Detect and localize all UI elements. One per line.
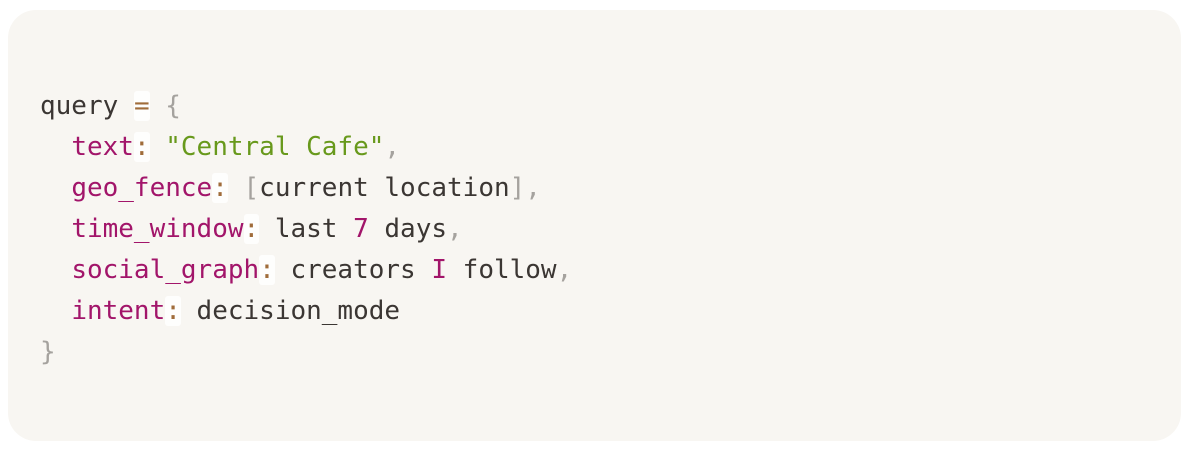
code-token-plain (275, 255, 291, 285)
code-token-plain (150, 91, 166, 121)
code-token-punc: { (165, 91, 181, 121)
code-token-plain (40, 214, 71, 244)
code-token-plain: query (40, 91, 119, 121)
code-line: geo_fence: [current location], (40, 173, 541, 203)
code-token-punc: } (40, 337, 56, 367)
code-token-plain: decision_mode (196, 296, 401, 326)
code-token-punc: , (447, 214, 463, 244)
code-token-key: geo_fence (71, 173, 213, 203)
code-token-punc: ] (509, 173, 526, 203)
code-token-punc: , (556, 255, 573, 285)
code-token-plain: creators (290, 255, 432, 285)
code-token-op: : (165, 296, 181, 326)
code-token-plain (40, 296, 71, 326)
code-token-plain (259, 214, 275, 244)
code-line: } (40, 337, 56, 367)
code-line: query = { (40, 91, 181, 121)
code-token-punc: , (384, 132, 401, 162)
code-token-plain (40, 255, 71, 285)
code-token-plain (40, 173, 71, 203)
code-token-punc: , (525, 173, 541, 203)
code-token-plain: follow (447, 255, 557, 285)
code-token-plain (150, 132, 166, 162)
code-token-plain (181, 296, 197, 326)
code-token-plain: current location (259, 173, 510, 203)
code-token-key: intent (71, 296, 166, 326)
code-token-plain: last (274, 214, 354, 244)
code-token-str: "Central Cafe" (165, 132, 385, 162)
code-line: intent: decision_mode (40, 296, 400, 326)
code-token-op: : (259, 255, 275, 285)
code-token-op: : (133, 132, 150, 162)
code-token-plain (40, 132, 71, 162)
code-token-op: : (243, 214, 260, 244)
code-token-key: social_graph (71, 255, 260, 285)
code-token-punc: [ (243, 173, 260, 203)
code-token-key: text (71, 132, 134, 162)
code-token-plain (118, 91, 134, 121)
code-token-plain (228, 173, 244, 203)
code-token-num: 7 (353, 214, 369, 244)
code-token-plain: days (368, 214, 448, 244)
code-line: time_window: last 7 days, (40, 214, 463, 244)
code-card: query = { text: "Central Cafe", geo_fenc… (8, 10, 1181, 441)
code-token-op: : (212, 173, 228, 203)
code-token-key: time_window (71, 214, 244, 244)
code-block: query = { text: "Central Cafe", geo_fenc… (8, 10, 1181, 373)
code-line: text: "Central Cafe", (40, 132, 400, 162)
code-token-op: = (133, 91, 150, 121)
code-token-num: I (431, 255, 448, 285)
code-line: social_graph: creators I follow, (40, 255, 572, 285)
